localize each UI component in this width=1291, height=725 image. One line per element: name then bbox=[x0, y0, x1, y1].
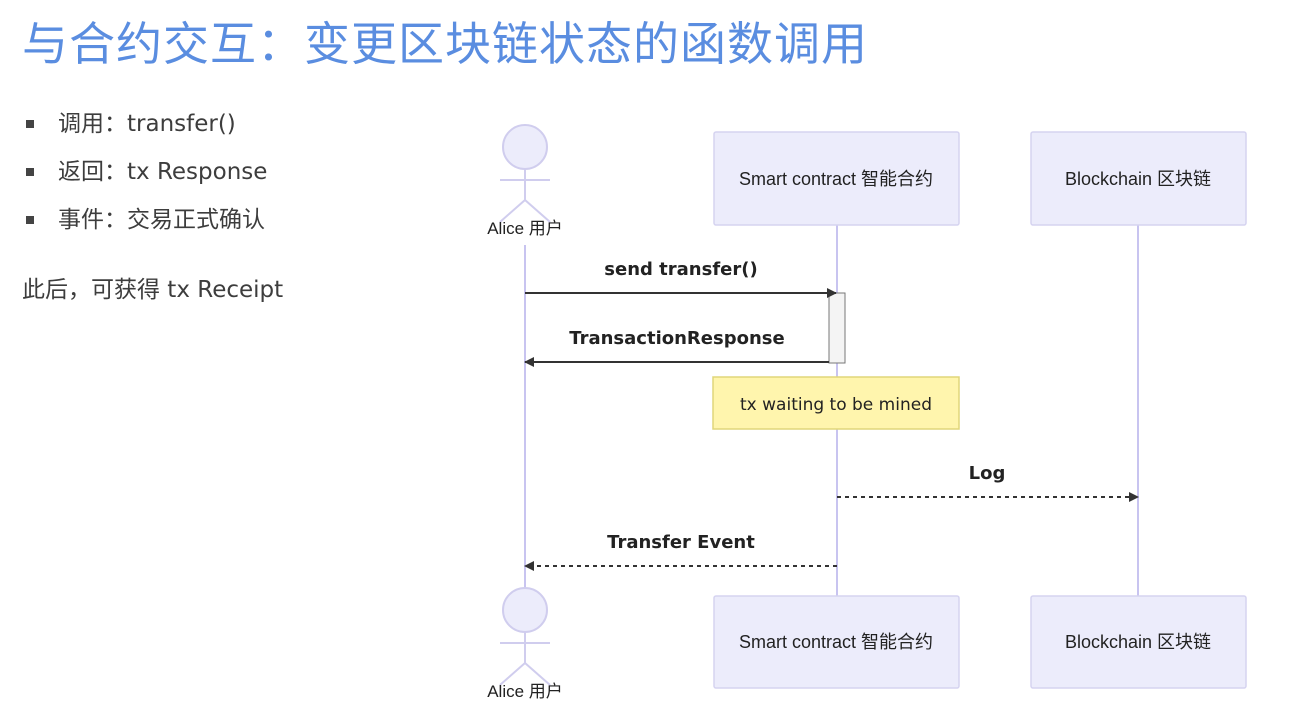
afterward-note: 此后，可获得 tx Receipt bbox=[22, 277, 284, 303]
contract-activation-bar bbox=[828, 292, 846, 364]
bullet-item: 返回：tx Response bbox=[26, 156, 267, 204]
bullet-text: 调用：transfer() bbox=[58, 111, 236, 137]
bullet-item: 事件：交易正式确认 bbox=[26, 204, 267, 252]
contract-label-bottom: Smart contract 智能合约 bbox=[739, 632, 933, 652]
alice-actor-top: Alice 用户 bbox=[487, 124, 563, 238]
actor-icon bbox=[502, 124, 548, 170]
bullet-square-icon bbox=[26, 216, 34, 224]
alice-actor-bottom: Alice 用户 bbox=[487, 587, 563, 701]
contract-participant-bottom: Smart contract 智能合约 bbox=[713, 595, 960, 689]
message-label: send transfer() bbox=[604, 259, 757, 280]
chain-label-top: Blockchain 区块链 bbox=[1065, 169, 1211, 189]
message-label: Transfer Event bbox=[607, 532, 755, 553]
message-log: Log bbox=[837, 463, 1139, 502]
bullet-square-icon bbox=[26, 168, 34, 176]
page-title: 与合约交互：变更区块链状态的函数调用 bbox=[22, 17, 868, 71]
chain-participant-top: Blockchain 区块链 bbox=[1030, 131, 1247, 226]
message-send-transfer: send transfer() bbox=[525, 259, 837, 298]
actor-icon bbox=[502, 587, 548, 633]
alice-label-top: Alice 用户 bbox=[487, 219, 563, 238]
bullet-text: 事件：交易正式确认 bbox=[58, 207, 265, 233]
message-transaction-response: TransactionResponse bbox=[524, 328, 829, 367]
contract-label-top: Smart contract 智能合约 bbox=[739, 169, 933, 189]
message-label: Log bbox=[969, 463, 1006, 484]
chain-participant-bottom: Blockchain 区块链 bbox=[1030, 595, 1247, 689]
chain-label-bottom: Blockchain 区块链 bbox=[1065, 632, 1211, 652]
bullet-list: 调用：transfer() 返回：tx Response 事件：交易正式确认 bbox=[26, 108, 267, 252]
bullet-text: 返回：tx Response bbox=[58, 159, 268, 185]
alice-label-bottom: Alice 用户 bbox=[487, 682, 563, 701]
bullet-square-icon bbox=[26, 120, 34, 128]
note-label: tx waiting to be mined bbox=[740, 395, 932, 415]
message-transfer-event: Transfer Event bbox=[524, 532, 837, 571]
note-tx-waiting: tx waiting to be mined bbox=[712, 376, 960, 430]
message-label: TransactionResponse bbox=[569, 328, 784, 349]
contract-participant-top: Smart contract 智能合约 bbox=[713, 131, 960, 226]
bullet-item: 调用：transfer() bbox=[26, 108, 267, 156]
